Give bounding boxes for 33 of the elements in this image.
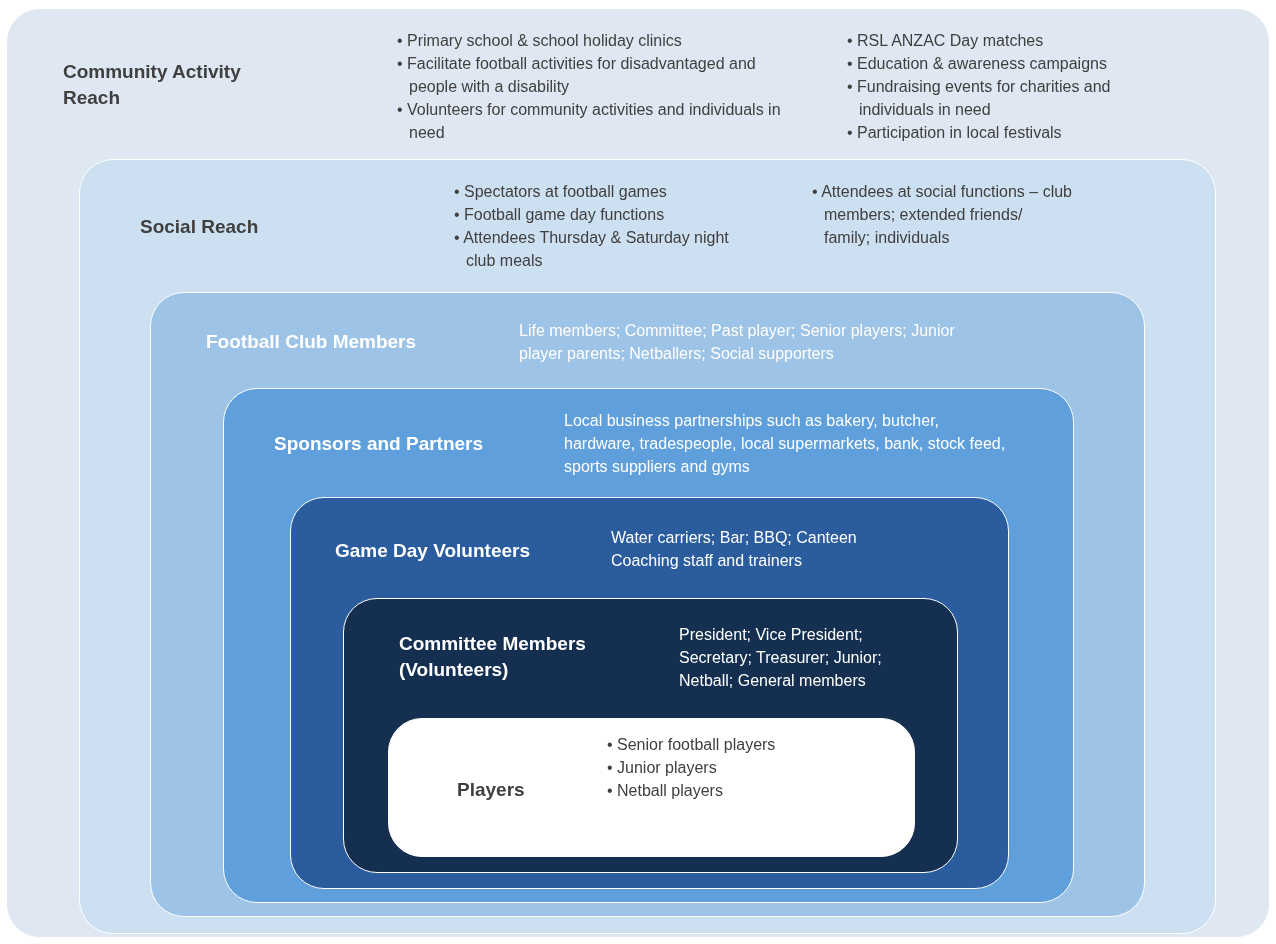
band-heading: Players — [457, 778, 526, 802]
bullet-item: • Participation in local festivals — [847, 123, 1063, 143]
band-description: President; Vice President; Secretary; Treasurer; Junior; Netball; General members — [679, 625, 883, 691]
reach-band — [223, 388, 1074, 903]
reach-band — [343, 598, 958, 873]
reach-band — [290, 497, 1009, 889]
band-heading: Sponsors and Partners — [274, 432, 485, 456]
reach-band — [150, 292, 1145, 917]
bullet-item: • Netball players — [607, 781, 724, 801]
reach-band — [388, 718, 915, 857]
bullet-item: • Attendees Thursday & Saturday night club meals — [454, 228, 730, 271]
bullet-item: • RSL ANZAC Day matches — [847, 31, 1045, 51]
bullet-item: • Senior football players — [607, 735, 777, 755]
band-heading: Game Day Volunteers — [335, 539, 531, 563]
bullet-item: • Facilitate football activities for disadvantaged and people with a disability — [397, 54, 757, 97]
bullet-item: • Spectators at football games — [454, 182, 668, 202]
bullet-item: • Education & awareness campaigns — [847, 54, 1108, 74]
band-description: Water carriers; Bar; BBQ; Canteen — [611, 528, 858, 548]
bullet-item: • Fundraising events for charities and individuals in need — [847, 77, 1112, 120]
reach-band — [6, 8, 1270, 938]
band-heading: Football Club Members — [206, 330, 418, 354]
bullet-item: • Attendees at social functions – club members; extended friends/ family; individuals — [812, 182, 1072, 248]
bullet-item: • Volunteers for community activities and individuals in need — [397, 100, 782, 143]
band-description: Life members; Committee; Past player; Senior players; Junior player parents; Netballers; Social supporters — [519, 321, 956, 364]
reach-band — [79, 159, 1216, 934]
bullet-item: • Primary school & school holiday clinics — [397, 31, 683, 51]
band-description: Coaching staff and trainers — [611, 551, 803, 571]
bullet-item: • Junior players — [607, 758, 718, 778]
band-description: Local business partnerships such as bakery, butcher, hardware, tradespeople, local supermarkets, bank, stock feed, sports suppliers and gyms — [564, 411, 1007, 477]
band-heading: Committee Members (Volunteers) — [399, 632, 587, 682]
band-heading: Social Reach — [140, 215, 260, 239]
bullet-item: • Football game day functions — [454, 205, 666, 225]
band-heading: Community Activity Reach — [63, 60, 242, 110]
